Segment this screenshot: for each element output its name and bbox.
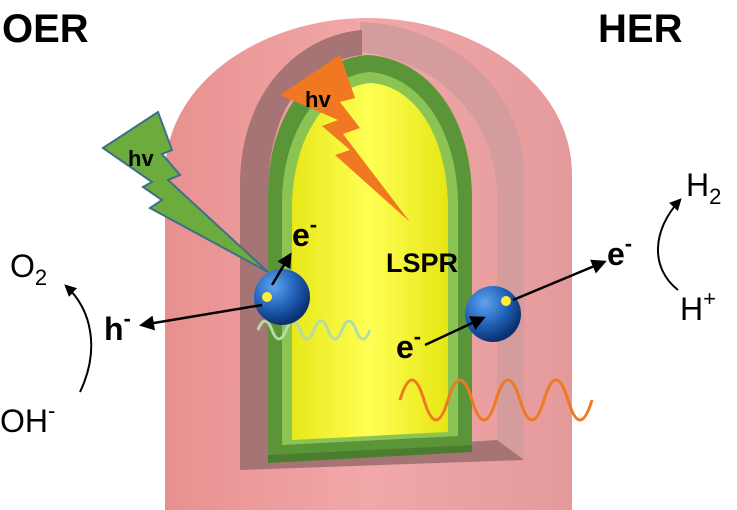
arrow-hplus-to-h2 [657,198,682,291]
oh-minus-label: OH- [0,398,55,439]
electron-center-label: e- [396,324,421,365]
particle-right-dot [501,296,511,306]
particle-right [465,286,521,342]
core-base [268,445,472,463]
hv-left-label: hv [128,146,154,171]
particle-left-dot [262,292,272,302]
oer-label: OER [2,7,89,51]
wave-green [256,319,372,341]
shell-cut-right [360,22,524,460]
arrow-oh-to-o2 [64,284,93,393]
arrow-e-center-to-particle [424,316,486,347]
hv-top-label: hv [305,87,331,112]
arrow-particle-to-hole [139,303,263,331]
arrow-particle-to-e-left [270,252,292,286]
o2-label: O2 [10,248,47,290]
hole-label: h- [104,306,131,347]
electron-right-label: e- [607,231,632,272]
lightning-green-icon [101,110,269,273]
electron-left-label: e- [292,212,317,253]
lightning-orange-icon [280,55,410,222]
h-plus-label: H+ [680,286,716,327]
lspr-label: LSPR [386,248,458,278]
her-label: HER [598,7,683,51]
wave-orange [398,378,594,422]
particle-left [254,269,310,325]
yellow-core [292,83,448,440]
arrow-particle-to-e-right [512,259,607,302]
h2-label: H2 [686,167,721,209]
